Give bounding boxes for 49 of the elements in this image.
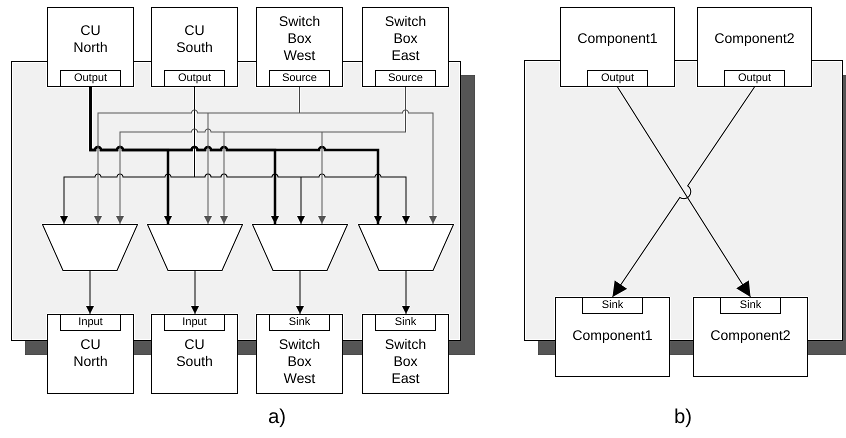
component-name: CU North xyxy=(72,22,109,56)
component-box xyxy=(693,297,808,377)
panel-caption: a) xyxy=(268,405,286,429)
connector-arrow xyxy=(191,270,199,314)
component-box xyxy=(362,314,449,394)
component-name: Component1 xyxy=(576,30,659,47)
component-box xyxy=(151,314,238,394)
component-box xyxy=(697,7,812,87)
panel-caption: b) xyxy=(674,405,692,429)
connector-arrow xyxy=(299,86,437,224)
component-box xyxy=(362,7,449,87)
connector-arrow xyxy=(318,86,406,224)
connector-arrow xyxy=(402,270,410,314)
port-box: Output xyxy=(587,70,648,87)
component-box xyxy=(47,314,134,394)
port-box: Sink xyxy=(375,314,436,331)
component-box xyxy=(256,7,343,87)
component-name: Switch Box East xyxy=(384,13,428,64)
port-box: Output xyxy=(724,70,785,87)
port-box: Output xyxy=(60,70,121,87)
component-box xyxy=(560,7,675,87)
component-name: Component2 xyxy=(709,327,792,344)
port-box: Sink xyxy=(269,314,330,331)
connector-arrow xyxy=(296,270,304,314)
component-name: Switch Box East xyxy=(384,336,428,387)
multiplexer-shape xyxy=(252,224,348,271)
component-name: CU South xyxy=(175,22,214,56)
connector-arrow xyxy=(86,270,94,314)
port-box: Sink xyxy=(720,297,781,314)
component-name: Component2 xyxy=(713,30,796,47)
component-box xyxy=(151,7,238,87)
port-box: Output xyxy=(164,70,225,87)
port-box: Input xyxy=(60,314,121,331)
component-name: CU South xyxy=(175,336,214,370)
port-box: Sink xyxy=(582,297,643,314)
component-box xyxy=(256,314,343,394)
multiplexer-shape xyxy=(147,224,243,271)
multiplexer-shape xyxy=(42,224,138,271)
component-name: Switch Box West xyxy=(278,13,322,64)
port-box: Source xyxy=(269,70,330,87)
component-name: Switch Box West xyxy=(278,336,322,387)
component-box xyxy=(47,7,134,87)
port-box: Input xyxy=(164,314,225,331)
component-name: CU North xyxy=(72,336,109,370)
connector-arrow xyxy=(89,87,382,224)
component-box xyxy=(555,297,670,377)
component-name: Component1 xyxy=(571,327,654,344)
multiplexer-shape xyxy=(358,224,454,271)
port-box: Source xyxy=(375,70,436,87)
